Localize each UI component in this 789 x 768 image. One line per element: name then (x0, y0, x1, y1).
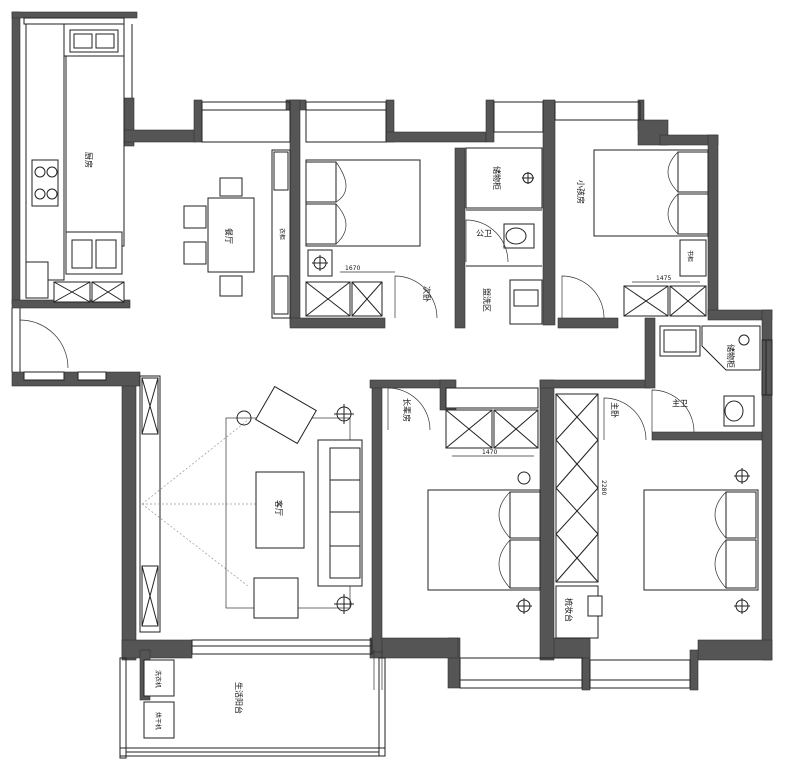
dim-2280: 2280 (600, 480, 607, 495)
label-living: 客厅 (274, 500, 284, 516)
label-public-wc: 公卫 (476, 229, 492, 238)
master-wc: 储物柜 主卫 (651, 325, 761, 433)
kitchen: 厨房 (25, 23, 125, 303)
label-wardrobe-b: 书柜 (686, 250, 694, 262)
balcony: 洗衣机 烘干机 生活阳台 (143, 659, 244, 739)
dining: 餐厅 衣柜 (183, 149, 291, 319)
label-dresser: 梳妆台 (564, 598, 574, 622)
windows (11, 17, 773, 759)
dim-1470: 1470 (482, 449, 497, 456)
label-dryer: 烘干机 (154, 712, 162, 730)
label-elder-room: 长辈房 (402, 398, 412, 422)
label-kitchen: 厨房 (84, 152, 94, 168)
label-laundry-a: 储物柜 (492, 166, 502, 190)
label-bedroom-a: 次卧 (422, 286, 432, 302)
label-dining: 餐厅 (224, 228, 233, 244)
label-laundry-b: 储物柜 (726, 344, 736, 368)
label-master-wc: 主卫 (672, 398, 688, 408)
entrance-door (19, 319, 107, 381)
label-balcony: 生活阳台 (234, 682, 244, 714)
living-room: 客厅 (139, 375, 363, 633)
dim-1475: 1475 (656, 275, 671, 282)
dim-1670: 1670 (345, 265, 360, 272)
label-wardrobe-a: 衣柜 (278, 228, 286, 240)
label-washer: 洗衣机 (154, 670, 162, 688)
elder-room: 长辈房 1470 (387, 387, 541, 614)
label-washroom: 盥洗区 (482, 288, 492, 312)
public-wc: 储物柜 公卫 盥洗区 (465, 147, 543, 325)
label-master: 主卧 (610, 402, 620, 418)
master-bedroom: 2280 主卧 梳妆台 (555, 393, 759, 639)
label-bedroom-b: 小孩房 (576, 180, 586, 204)
bedroom-b: 书柜 小孩房 1475 (561, 149, 709, 319)
walls (11, 11, 773, 701)
bedroom-a: 1670 次卧 (305, 159, 438, 319)
